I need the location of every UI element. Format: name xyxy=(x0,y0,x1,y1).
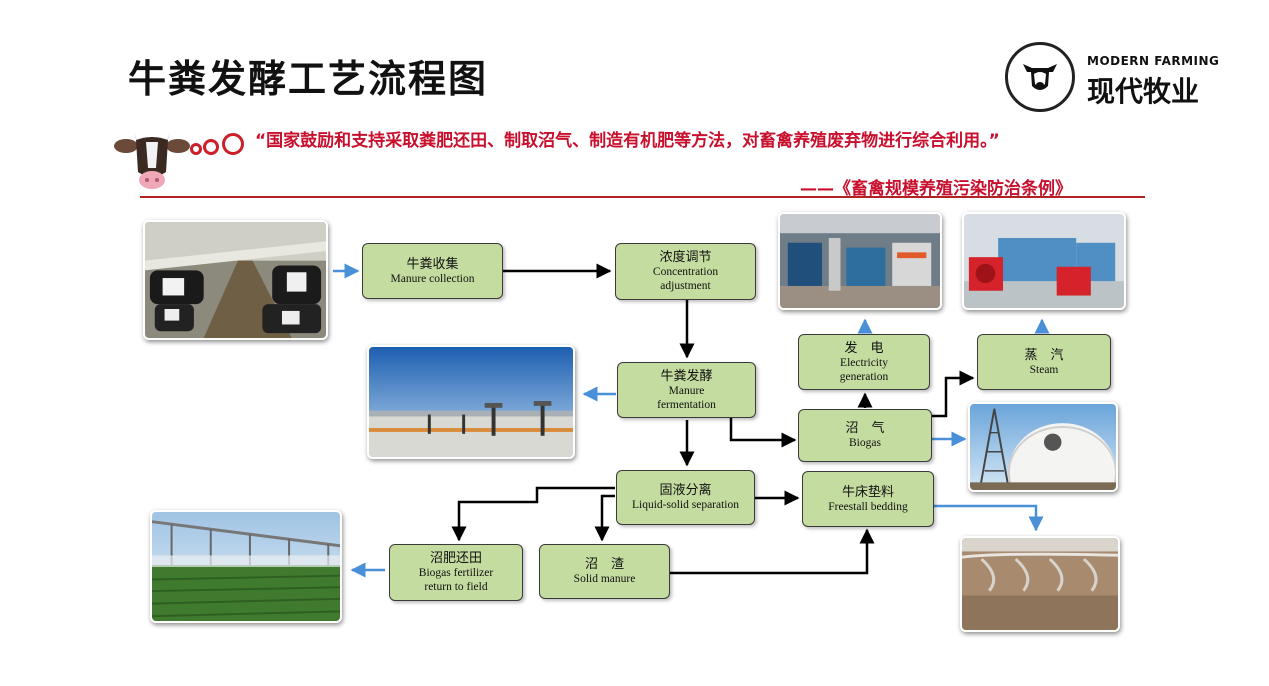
box-label-cn: 沼肥还田 xyxy=(429,551,482,566)
steam-box: 蒸 汽 Steam xyxy=(977,334,1111,390)
box-label-cn: 沼 渣 xyxy=(584,557,624,572)
cow-barn-photo xyxy=(143,220,328,340)
box-label-en: Biogas xyxy=(849,437,881,449)
box-label-en: Concentration xyxy=(652,266,719,278)
cow-logo-icon xyxy=(1023,64,1057,90)
box-label-en: Electricity xyxy=(840,356,888,369)
box-label-cn: 沼 气 xyxy=(845,421,885,436)
thought-bubble-large xyxy=(222,133,244,155)
box-label-cn: 牛粪发酵 xyxy=(660,368,713,384)
box-label-en: Solid manure xyxy=(573,573,636,585)
solid-manure-box: 沼 渣 Solid manure xyxy=(539,544,670,599)
box-label-en: Biogas fertilizer xyxy=(418,567,494,579)
boiler-room-photo xyxy=(962,212,1126,310)
box-label-cn: 牛床垫料 xyxy=(841,484,894,500)
box-label-cn: 浓度调节 xyxy=(659,250,712,265)
generator-room-photo xyxy=(778,212,942,310)
cow-head-icon xyxy=(114,132,190,189)
freestall-bedding-box: 牛床垫料 Freestall bedding xyxy=(802,471,934,527)
box-label-en: adjustment xyxy=(660,280,711,292)
box-label-en: Manure xyxy=(668,384,705,397)
thought-bubble-medium xyxy=(203,139,219,155)
box-label-cn: 蒸 汽 xyxy=(1024,347,1064,363)
biogas-dome-photo xyxy=(968,402,1118,492)
policy-quote: “国家鼓励和支持采取粪肥还田、制取沼气、制造有机肥等方法，对畜禽养殖废弃物进行综… xyxy=(255,131,1000,151)
irrigation-field-photo xyxy=(150,510,342,623)
concentration-adjustment-box: 浓度调节 Concentration adjustment xyxy=(615,243,756,300)
biogas-box: 沼 气 Biogas xyxy=(798,409,932,462)
manure-fermentation-box: 牛粪发酵 Manure fermentation xyxy=(617,362,756,418)
box-label-cn: 固液分离 xyxy=(659,483,712,498)
box-label-en: fermentation xyxy=(657,398,716,411)
divider-line xyxy=(140,196,1145,198)
box-label-en: Steam xyxy=(1029,363,1059,376)
thought-bubble-small xyxy=(190,143,202,155)
box-label-en: Freestall bedding xyxy=(828,500,908,513)
freestall-bedding-photo xyxy=(960,536,1120,632)
box-label-en: Manure collection xyxy=(390,272,475,285)
box-label-en: return to field xyxy=(424,581,488,593)
box-label-en: generation xyxy=(839,370,889,383)
box-label-en: Liquid-solid separation xyxy=(632,499,739,511)
logo-english-name: MODERN FARMING xyxy=(1087,54,1220,68)
box-label-cn: 牛粪收集 xyxy=(406,256,459,272)
liquid-solid-separation-box: 固液分离 Liquid-solid separation xyxy=(616,470,755,525)
biogas-fertilizer-box: 沼肥还田 Biogas fertilizer return to field xyxy=(389,544,523,601)
box-label-cn: 发 电 xyxy=(844,340,884,356)
logo-chinese-name: 现代牧业 xyxy=(1087,75,1200,108)
quote-source: ——《畜禽规模养殖污染防治条例》 xyxy=(800,179,1072,199)
fermentation-tank-photo xyxy=(367,345,575,459)
logo-seal xyxy=(1005,42,1075,112)
manure-collection-box: 牛粪收集 Manure collection xyxy=(362,243,503,299)
page-title: 牛粪发酵工艺流程图 xyxy=(128,57,489,101)
company-logo: MODERN FARMING 现代牧业 xyxy=(1005,40,1235,114)
electricity-generation-box: 发 电 Electricity generation xyxy=(798,334,930,390)
